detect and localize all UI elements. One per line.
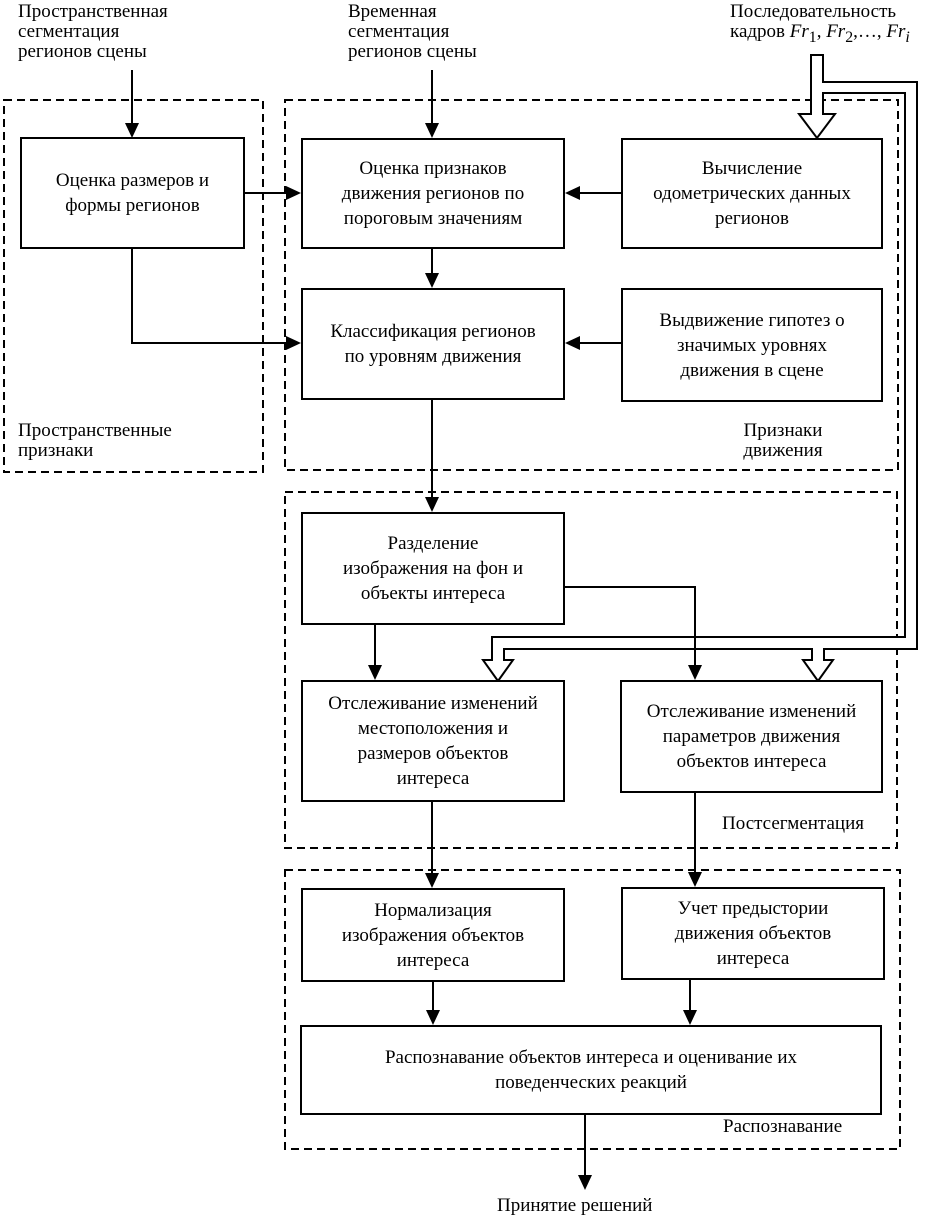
dashed-region-spatial-features bbox=[3, 99, 264, 473]
dashed-region-motion-features bbox=[284, 99, 899, 471]
dashed-region-recognition bbox=[284, 869, 901, 1150]
box-object-recognition: Распознавание объектов интереса и оценив… bbox=[300, 1025, 882, 1115]
solid-connectors bbox=[131, 70, 696, 1178]
label-region-postsegmentation: Постсегментация bbox=[722, 813, 864, 834]
label-region-recognition: Распознавание bbox=[723, 1116, 843, 1137]
hollow-arrow-pipe bbox=[481, 54, 918, 683]
dashed-region-postsegmentation bbox=[284, 491, 898, 849]
solid-arrowheads bbox=[125, 123, 702, 1190]
label-decision-making: Принятие решений bbox=[497, 1195, 653, 1216]
